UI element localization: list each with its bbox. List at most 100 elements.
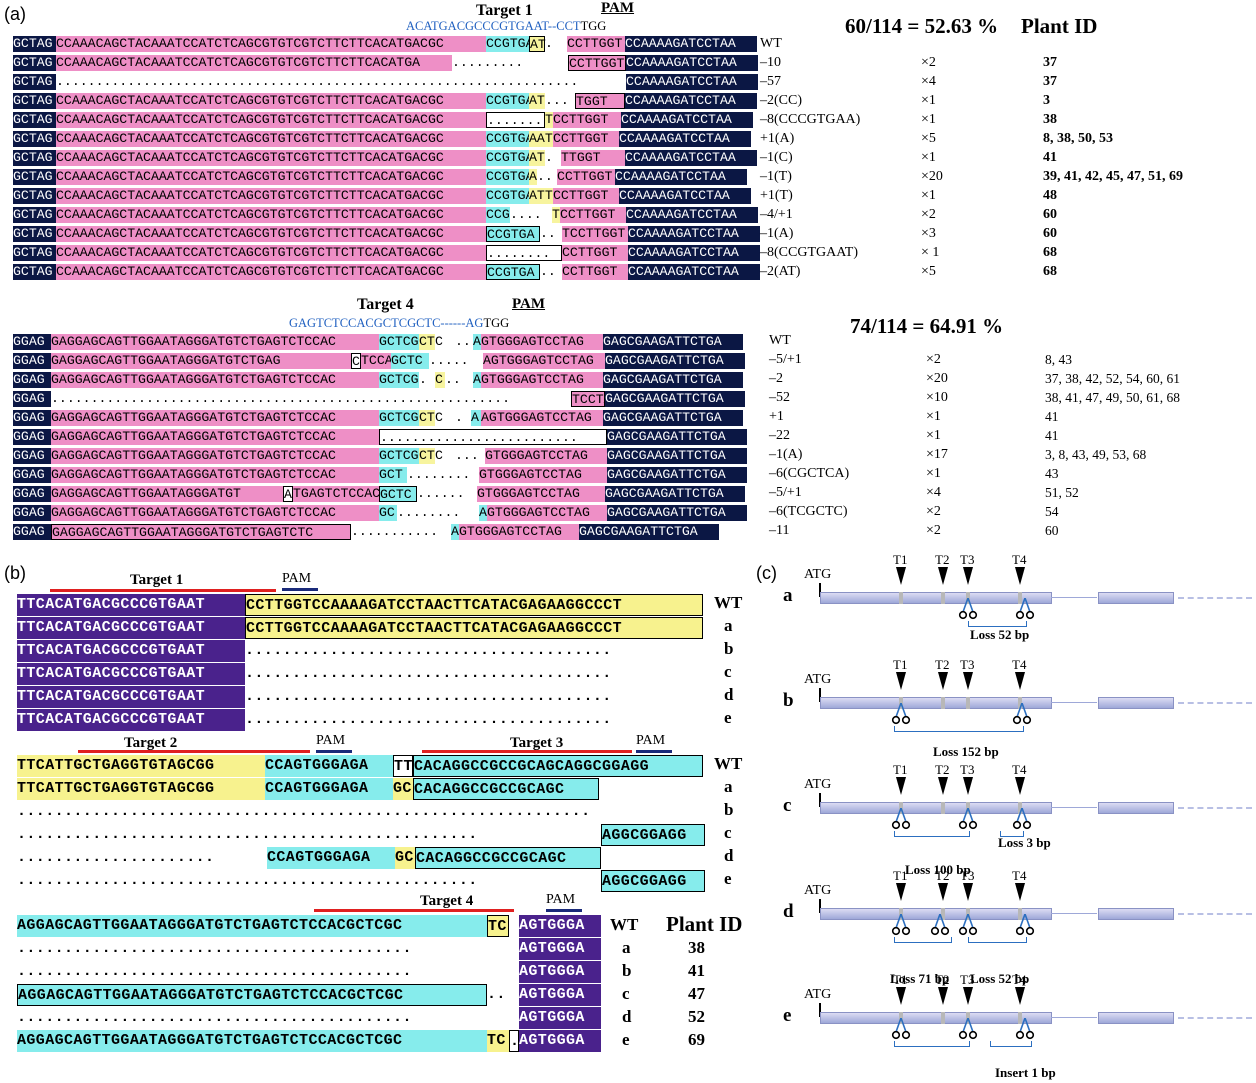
cut-site-mark — [941, 592, 945, 604]
target-site-label: T2 — [935, 762, 950, 777]
row-label: –5/+1 — [769, 485, 802, 500]
cut-site-mark — [1018, 908, 1022, 920]
row-ids: 3, 8, 43, 49, 53, 68 — [1045, 447, 1147, 462]
b3-row-d: ........................................… — [17, 1007, 601, 1029]
deletion-bracket — [894, 726, 1024, 732]
row-ids: 41 — [1045, 428, 1059, 443]
row-label: –22 — [769, 428, 790, 443]
b1-label: e — [724, 708, 732, 727]
b-target4-line — [314, 909, 514, 912]
row-label: –1(C) — [760, 150, 793, 165]
b1-label: b — [724, 639, 734, 658]
target-arrow-icon — [1015, 777, 1025, 795]
panel-a-label: (a) — [4, 4, 26, 24]
row-count: ×10 — [926, 390, 948, 405]
scissors-icon — [1012, 702, 1032, 725]
cut-site-mark — [899, 592, 903, 604]
b1-row-e: TTCACATGACGCCCGTGAAT....................… — [17, 709, 703, 731]
target-arrow-icon — [963, 883, 973, 901]
row-ids: 37 — [1043, 74, 1057, 89]
mutation-note: Loss 3 bp — [998, 835, 1051, 850]
b3-label: b — [622, 961, 632, 980]
row-label: WT — [760, 36, 782, 51]
target1-ref-pam: TGG — [580, 19, 607, 33]
intron-line — [1051, 1017, 1097, 1018]
target1-ref-seq: ACATGACGCCCGTGAAT--CCT — [406, 19, 581, 33]
target-arrow-icon — [1015, 987, 1025, 1005]
row-ids: 3 — [1043, 93, 1050, 108]
row-count: ×4 — [921, 74, 936, 89]
row-count: ×2 — [926, 523, 941, 538]
row-label: +1 — [769, 409, 784, 424]
row-ids: 68 — [1043, 245, 1057, 260]
exon-bar — [1098, 908, 1174, 920]
target1-stat: 60/114 = 52.63 % — [845, 14, 999, 38]
scissors-icon — [891, 1017, 911, 1040]
row-label: –11 — [769, 523, 790, 538]
deletion-bracket — [968, 621, 1027, 627]
row-ids: 60 — [1045, 523, 1059, 538]
b-target1-title: Target 1 — [130, 572, 184, 588]
b1-row-c: TTCACATGACGCCCGTGAAT....................… — [17, 663, 703, 685]
row-label: –1(T) — [760, 169, 792, 184]
target-arrow-icon — [938, 672, 948, 690]
b3-label: d — [622, 1007, 632, 1026]
mutation-note: Loss 100 bp — [905, 862, 971, 877]
target-site-label: T3 — [960, 762, 975, 777]
b3-plant-id: 69 — [688, 1030, 705, 1049]
target-site-label: T1 — [893, 552, 908, 567]
exon-bar — [820, 802, 1052, 814]
exon-bar — [820, 1012, 1052, 1024]
b3-row-c: AGGAGCAGTTGGAATAGGGATGTCTGAGTCTCCACGCTCG… — [17, 984, 601, 1006]
exon-bar — [820, 908, 1052, 920]
b1-row-b: TTCACATGACGCCCGTGAAT....................… — [17, 640, 703, 662]
row-count: ×5 — [921, 264, 936, 279]
scissors-icon — [891, 702, 911, 725]
row-label: –10 — [760, 55, 781, 70]
row-ids: 39, 41, 42, 45, 47, 51, 69 — [1043, 169, 1183, 184]
row-label: –2 — [769, 371, 783, 386]
mutation-note: Insert 1 bp — [995, 1065, 1056, 1080]
b-plant-id-header: Plant ID — [666, 912, 743, 936]
b3-row-a: ........................................… — [17, 938, 601, 960]
deletion-bracket — [1000, 831, 1024, 837]
b2-label: d — [724, 846, 734, 865]
continuation-dash — [1178, 597, 1252, 599]
b3-plant-id: 38 — [688, 938, 705, 957]
plant-id-header-a: Plant ID — [1021, 14, 1098, 38]
target-site-label: T2 — [935, 657, 950, 672]
start-tick — [819, 899, 821, 913]
b-pam1-line — [282, 588, 318, 591]
row-ids: 41 — [1045, 409, 1059, 424]
b2-label: WT — [714, 754, 743, 773]
b-target4-title: Target 4 — [420, 893, 474, 909]
b-target3-title: Target 3 — [510, 735, 564, 751]
target-arrow-icon — [938, 777, 948, 795]
row-label: WT — [769, 333, 791, 348]
target-site-label: T4 — [1012, 972, 1027, 987]
row-label: +1(A) — [760, 131, 795, 146]
b1-row-d: TTCACATGACGCCCGTGAAT....................… — [17, 686, 703, 708]
exon-bar — [820, 697, 1052, 709]
row-ids: 51, 52 — [1045, 485, 1079, 500]
b2-label: a — [724, 777, 733, 796]
row-label: –1(A) — [769, 447, 803, 462]
exon-bar — [1098, 697, 1174, 709]
b-pam4: PAM — [546, 892, 576, 907]
target-arrow-icon — [963, 987, 973, 1005]
target-site-label: T2 — [935, 868, 950, 883]
target1-pam-label: PAM — [601, 0, 635, 16]
row-count: ×20 — [926, 371, 948, 386]
cut-site-mark — [1018, 592, 1022, 604]
b-target1-line — [50, 589, 276, 592]
b1-label: c — [724, 662, 732, 681]
target-arrow-icon — [1015, 567, 1025, 585]
exon-bar — [820, 592, 1052, 604]
target-site-label: T4 — [1012, 868, 1027, 883]
target-site-label: T3 — [960, 552, 975, 567]
